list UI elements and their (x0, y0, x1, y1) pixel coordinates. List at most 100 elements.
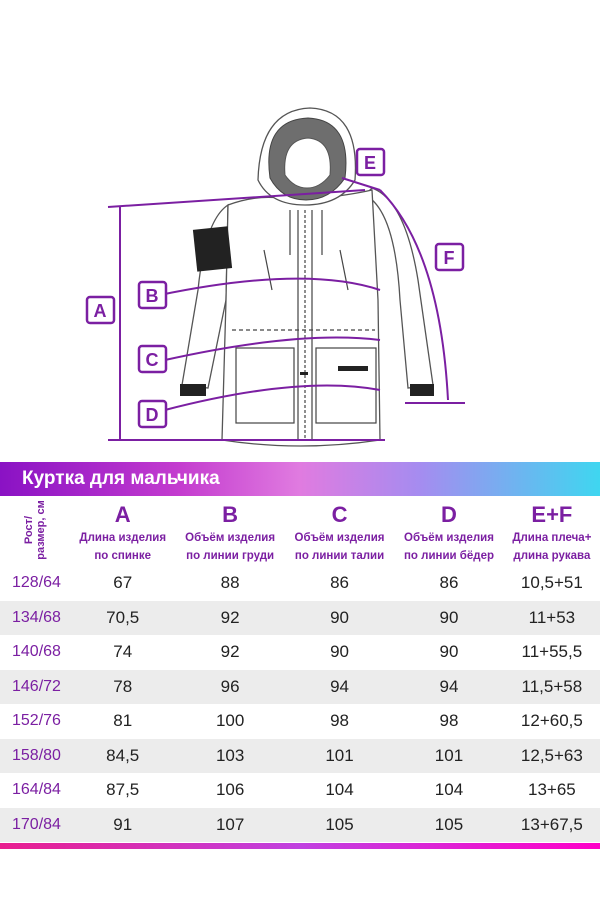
table-header-row: Рост/ размер, см A Длина изделия по спин… (0, 496, 600, 566)
value-cell-b: 100 (175, 703, 285, 739)
label-d: D (137, 399, 168, 429)
column-header-ef: E+F Длина плеча+ длина рукава (504, 496, 600, 566)
value-cell-d: 101 (394, 738, 504, 773)
value-cell-b: 96 (175, 669, 285, 704)
label-f: F (434, 242, 465, 272)
value-cell-d: 90 (394, 600, 504, 635)
value-cell-d: 104 (394, 772, 504, 808)
size-table: Рост/ размер, см A Длина изделия по спин… (0, 496, 600, 842)
value-cell-a: 70,5 (70, 600, 176, 635)
value-cell-ef: 12,5+63 (503, 738, 600, 773)
value-cell-ef: 13+65 (503, 772, 600, 808)
label-a: A (85, 295, 116, 325)
jacket-measurement-diagram: A B C D E F (85, 107, 465, 447)
value-cell-a: 81 (70, 703, 176, 739)
value-cell-c: 86 (284, 565, 395, 601)
size-cell: 158/80 (0, 738, 70, 773)
value-cell-ef: 10,5+51 (503, 565, 600, 601)
column-header-b: B Объём изделия по линии груди (175, 496, 284, 566)
value-cell-b: 88 (175, 565, 285, 601)
column-letter: A (114, 501, 131, 527)
label-b: B (137, 280, 168, 310)
value-cell-b: 107 (175, 807, 285, 842)
value-cell-ef: 13+67,5 (503, 807, 600, 842)
svg-text:F: F (444, 248, 455, 268)
size-header-cell: Рост/ размер, см (0, 496, 70, 566)
size-cell: 134/68 (0, 600, 70, 635)
svg-text:D: D (146, 405, 159, 425)
value-cell-c: 90 (284, 634, 395, 670)
svg-text:A: A (94, 301, 107, 321)
value-cell-c: 105 (284, 807, 395, 842)
size-cell: 170/84 (0, 807, 70, 842)
column-letter: B (222, 501, 239, 527)
column-desc: по линии бёдер (403, 549, 495, 562)
value-cell-c: 90 (284, 600, 395, 635)
measurement-lines (107, 177, 465, 441)
value-cell-a: 74 (70, 634, 176, 670)
column-desc: по линии талии (294, 549, 385, 562)
column-desc: по спинке (94, 549, 152, 562)
column-desc: Длина изделия (79, 531, 167, 544)
size-cell: 128/64 (0, 565, 70, 601)
size-header-label: Рост/ размер, см (22, 499, 47, 560)
value-cell-d: 94 (394, 669, 504, 704)
value-cell-d: 98 (394, 703, 504, 739)
value-cell-c: 104 (284, 772, 395, 808)
value-cell-d: 90 (394, 634, 504, 670)
bottom-divider (0, 843, 600, 849)
value-cell-b: 106 (175, 772, 285, 808)
svg-text:B: B (146, 286, 159, 306)
value-cell-c: 101 (284, 738, 395, 773)
value-cell-d: 105 (394, 807, 504, 842)
jacket-body (221, 189, 381, 447)
title-banner: Куртка для мальчика (0, 462, 600, 496)
value-cell-a: 91 (70, 807, 176, 842)
column-header-c: C Объём изделия по линии талии (285, 496, 394, 566)
size-cell: 146/72 (0, 669, 70, 704)
banner-title: Куртка для мальчика (22, 468, 220, 489)
value-cell-ef: 11,5+58 (503, 669, 600, 704)
column-desc: Объём изделия (404, 531, 494, 544)
value-cell-a: 78 (70, 669, 176, 704)
value-cell-ef: 11+55,5 (503, 634, 600, 670)
fur-trim (268, 117, 347, 201)
value-cell-b: 92 (175, 600, 285, 635)
column-desc: Объём изделия (294, 531, 385, 544)
value-cell-d: 86 (394, 565, 504, 601)
sleeve-patch (192, 226, 233, 272)
column-desc: Длина плеча+ (512, 531, 592, 544)
value-cell-ef: 11+53 (503, 600, 600, 635)
label-e: E (355, 147, 386, 177)
label-c: C (137, 344, 168, 374)
column-header-d: D Объём изделия по линии бёдер (394, 496, 504, 566)
value-cell-a: 84,5 (70, 738, 176, 773)
column-letter: E+F (531, 501, 573, 527)
size-cell: 164/84 (0, 772, 70, 808)
size-cell: 140/68 (0, 634, 70, 670)
value-cell-a: 87,5 (70, 772, 176, 808)
value-cell-a: 67 (70, 565, 176, 601)
column-letter: C (331, 501, 348, 527)
column-desc: по линии груди (186, 549, 275, 562)
value-cell-c: 98 (284, 703, 395, 739)
size-cell: 152/76 (0, 703, 70, 739)
value-cell-ef: 12+60,5 (503, 703, 600, 739)
column-letter: D (441, 501, 457, 527)
column-header-a: A Длина изделия по спинке (70, 496, 175, 566)
svg-text:C: C (146, 350, 159, 370)
column-desc: Объём изделия (185, 531, 276, 544)
svg-text:E: E (364, 153, 376, 173)
value-cell-b: 103 (175, 738, 285, 773)
value-cell-b: 92 (175, 634, 285, 670)
value-cell-c: 94 (284, 669, 395, 704)
